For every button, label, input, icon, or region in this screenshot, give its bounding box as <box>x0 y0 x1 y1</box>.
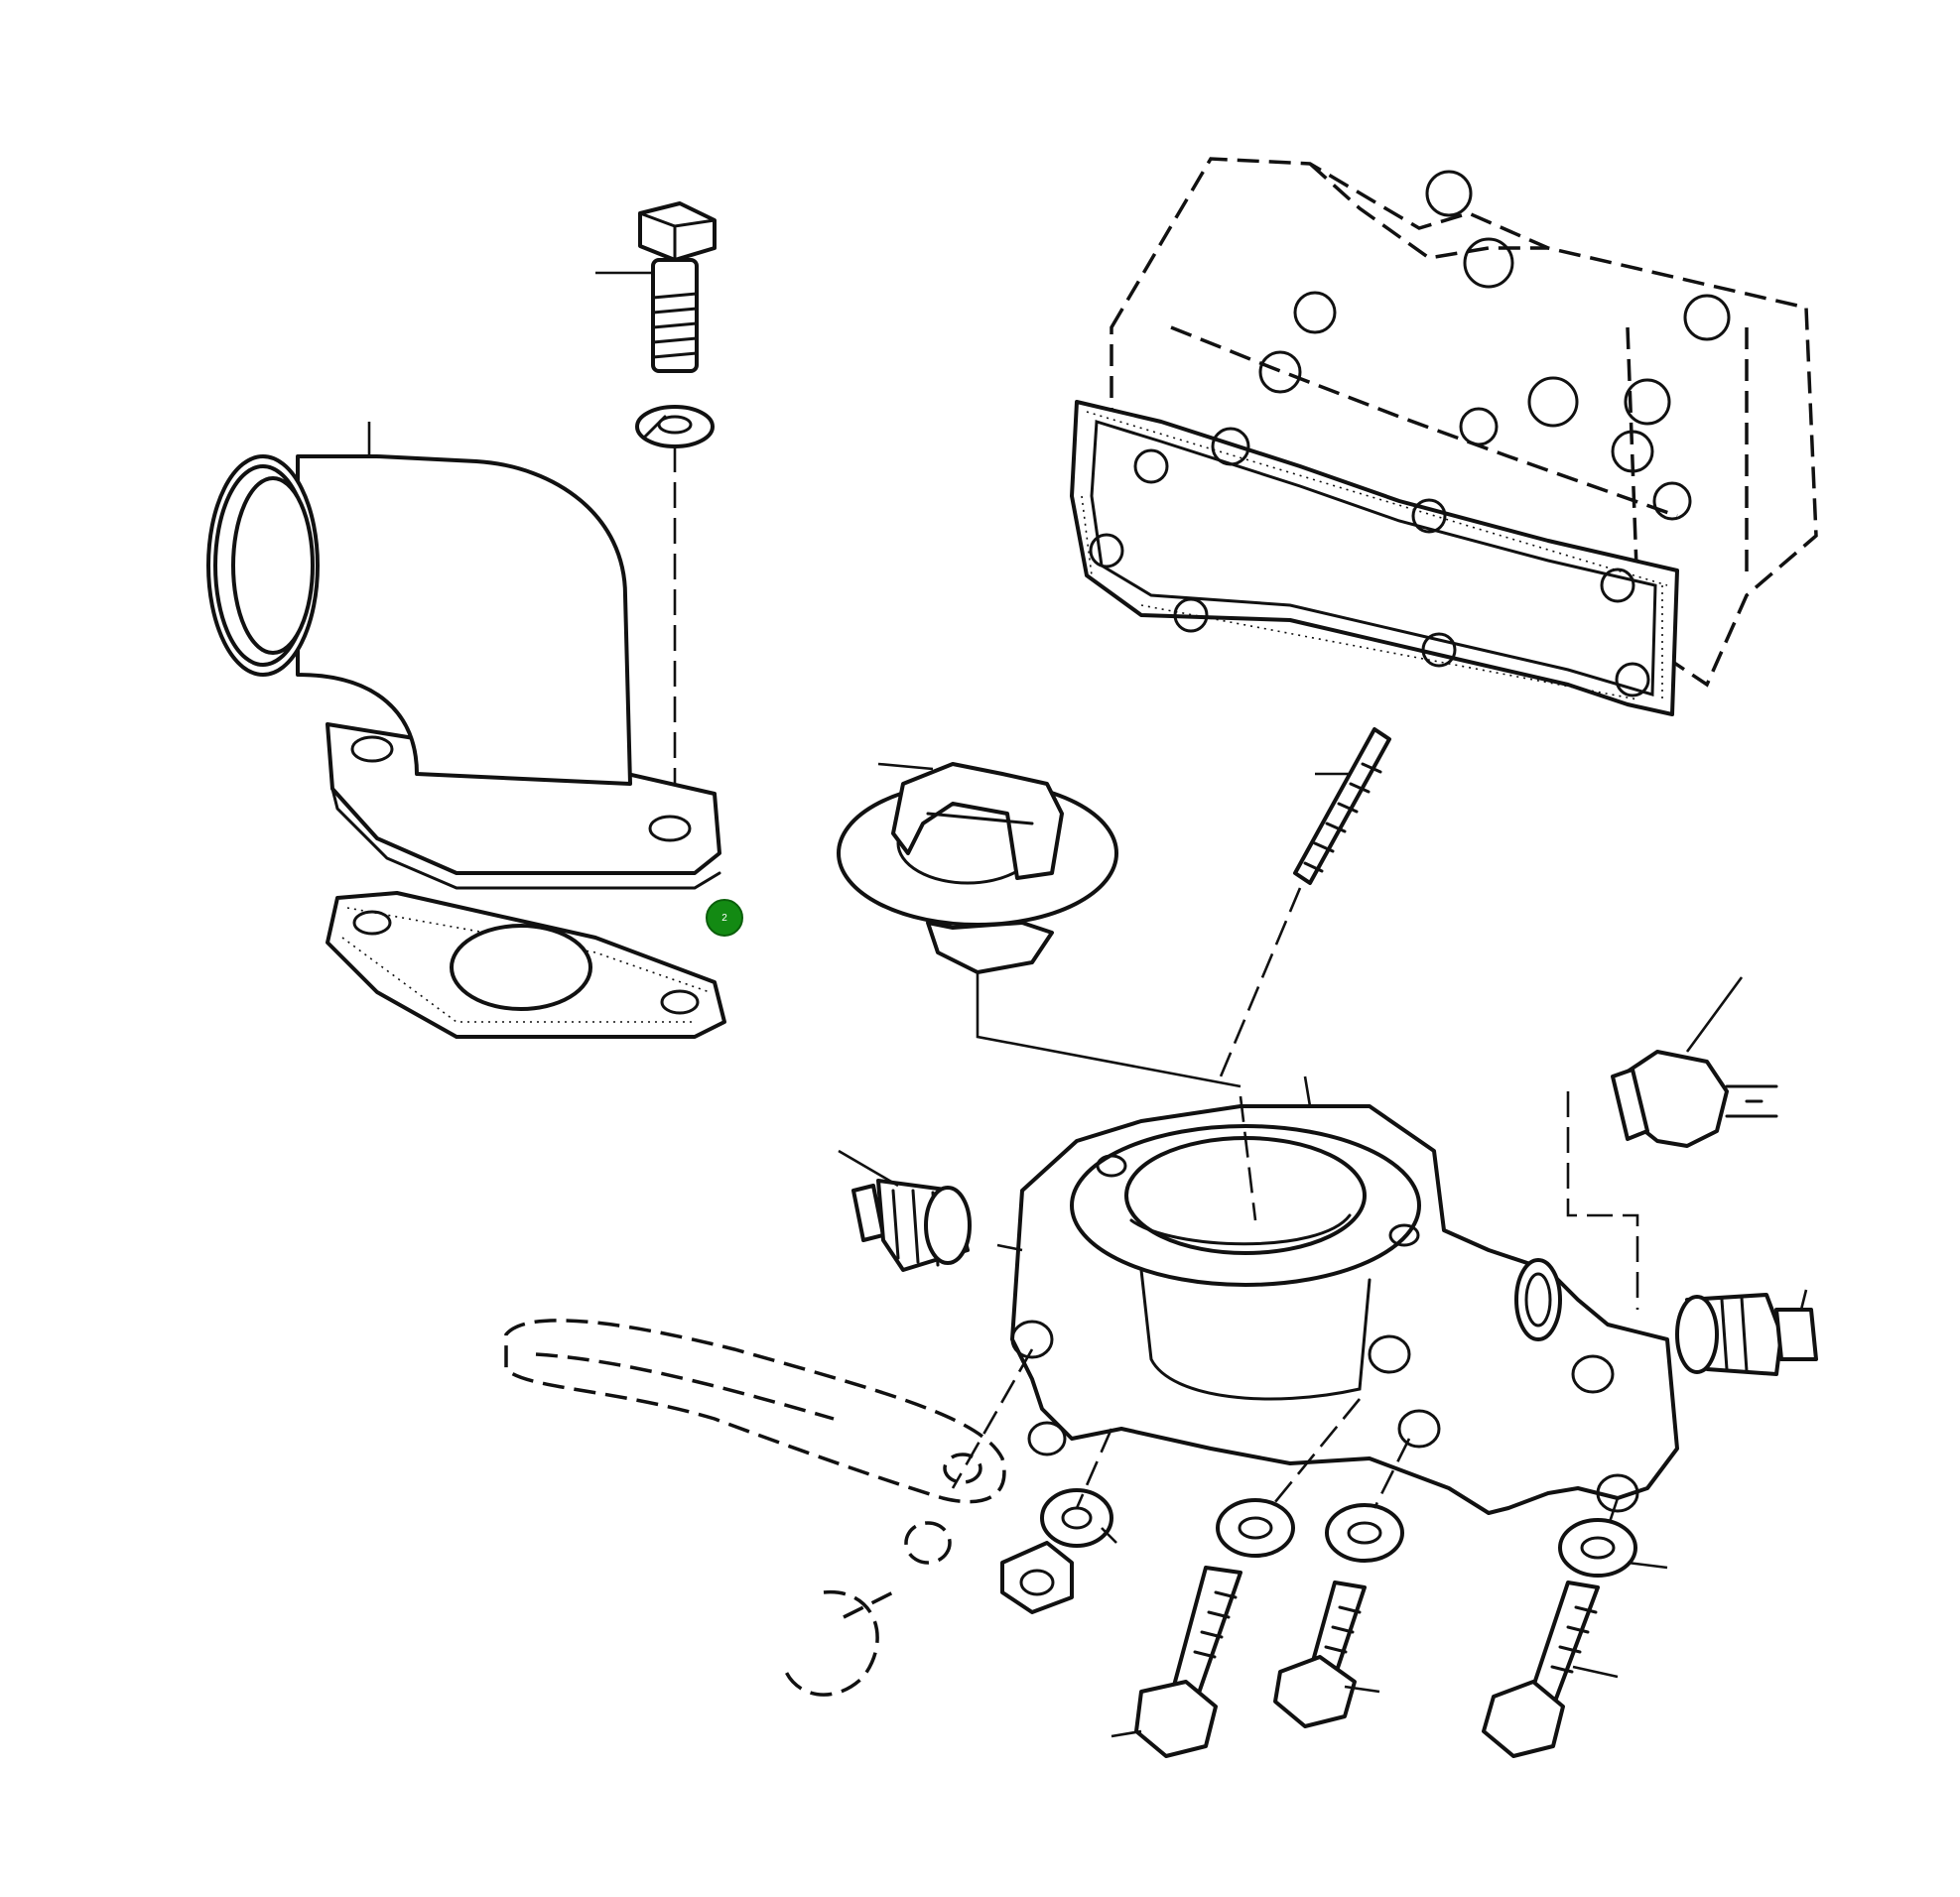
hex-bolt-top <box>595 201 717 373</box>
elbow-gasket <box>326 891 726 1039</box>
callout-hotspot-2[interactable]: 2 <box>706 899 743 937</box>
stud <box>1219 727 1391 1077</box>
hex-bolts-lower <box>1111 1566 1619 1758</box>
head-gasket <box>1070 400 1679 716</box>
spring-washer-top <box>635 405 715 804</box>
spring-washers-lower <box>1040 1398 1668 1578</box>
hex-nut <box>1000 1541 1074 1614</box>
sender-plug-right <box>1675 1289 1818 1376</box>
thermostat <box>837 762 1241 1088</box>
thermostat-housing <box>996 1075 1679 1515</box>
sender-plug-left <box>838 1149 972 1272</box>
water-outlet-elbow <box>206 422 721 890</box>
temperature-sender <box>1566 976 1778 1310</box>
bracket-optional <box>504 1319 1034 1697</box>
